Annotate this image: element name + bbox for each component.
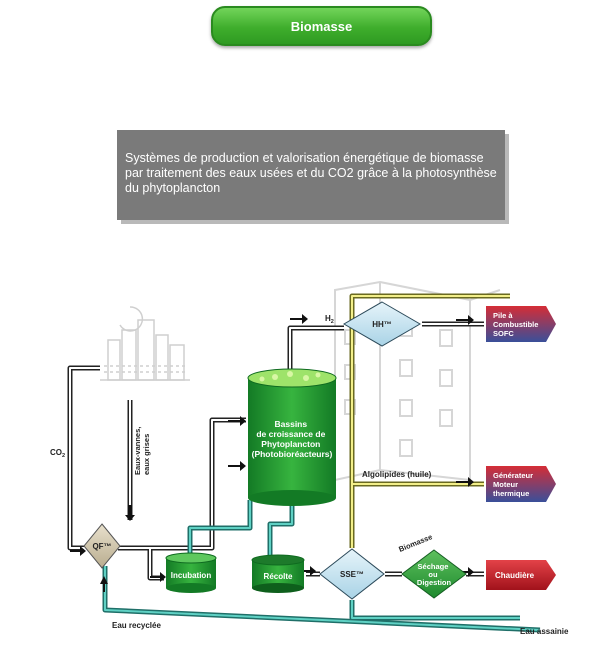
generateur-label: Générateur Moteur thermique (493, 471, 535, 498)
hh-diamond (343, 301, 421, 347)
arrow-icon (456, 477, 474, 487)
arrow-up-icon (100, 576, 108, 592)
arrow-icon (456, 567, 474, 577)
bassins-label: Bassins de croissance de Phytoplancton (… (252, 419, 333, 459)
qf-diamond (83, 523, 121, 569)
building-sketch (334, 280, 501, 482)
biomasse-tab[interactable]: Biomasse (211, 6, 432, 46)
arrow-icon (300, 566, 316, 576)
h2-label: H2 (325, 314, 334, 325)
bassins-cylinder (247, 368, 337, 506)
arrow-icon (228, 461, 246, 471)
biomasse-label: Biomasse (397, 532, 433, 554)
sechage-diamond (401, 549, 467, 599)
arrow-icon (228, 416, 246, 426)
pipes (67, 293, 541, 633)
hh-label: HH™ (372, 320, 392, 329)
arrow-icon (150, 572, 166, 582)
arrow-icon (456, 315, 474, 325)
generateur-output (486, 466, 556, 502)
algolipides-label: Algolipides (huile) (362, 470, 432, 479)
incubation-cylinder (165, 552, 217, 593)
qf-label: QF™ (92, 542, 111, 551)
eau-recyclee-label: Eau recyclée (112, 621, 161, 630)
pile-output (486, 306, 556, 342)
incubation-label: Incubation (171, 571, 212, 580)
co2-label: CO2 (50, 448, 65, 459)
recolte-label: Récolte (264, 572, 293, 581)
sechage-label: Séchage ou Digestion (417, 562, 452, 587)
eaux-vannes-label: Eaux-vannes, eaux grises (133, 425, 151, 475)
city-sketch (100, 306, 190, 381)
sse-diamond (319, 548, 385, 600)
recolte-cylinder (251, 554, 305, 593)
arrow-icon (290, 314, 308, 324)
sse-label: SSE™ (340, 570, 364, 579)
pile-label: Pile à Combustible SOFC (493, 311, 541, 338)
arrow-icon (70, 546, 86, 556)
chaudiere-output (486, 560, 556, 590)
description-box: Systèmes de production et valorisation é… (117, 130, 505, 220)
arrow-down-icon (125, 505, 135, 521)
chaudiere-label: Chaudière (495, 571, 535, 580)
arrows (70, 314, 474, 592)
eau-assainie-label: Eau assainie (520, 627, 569, 636)
